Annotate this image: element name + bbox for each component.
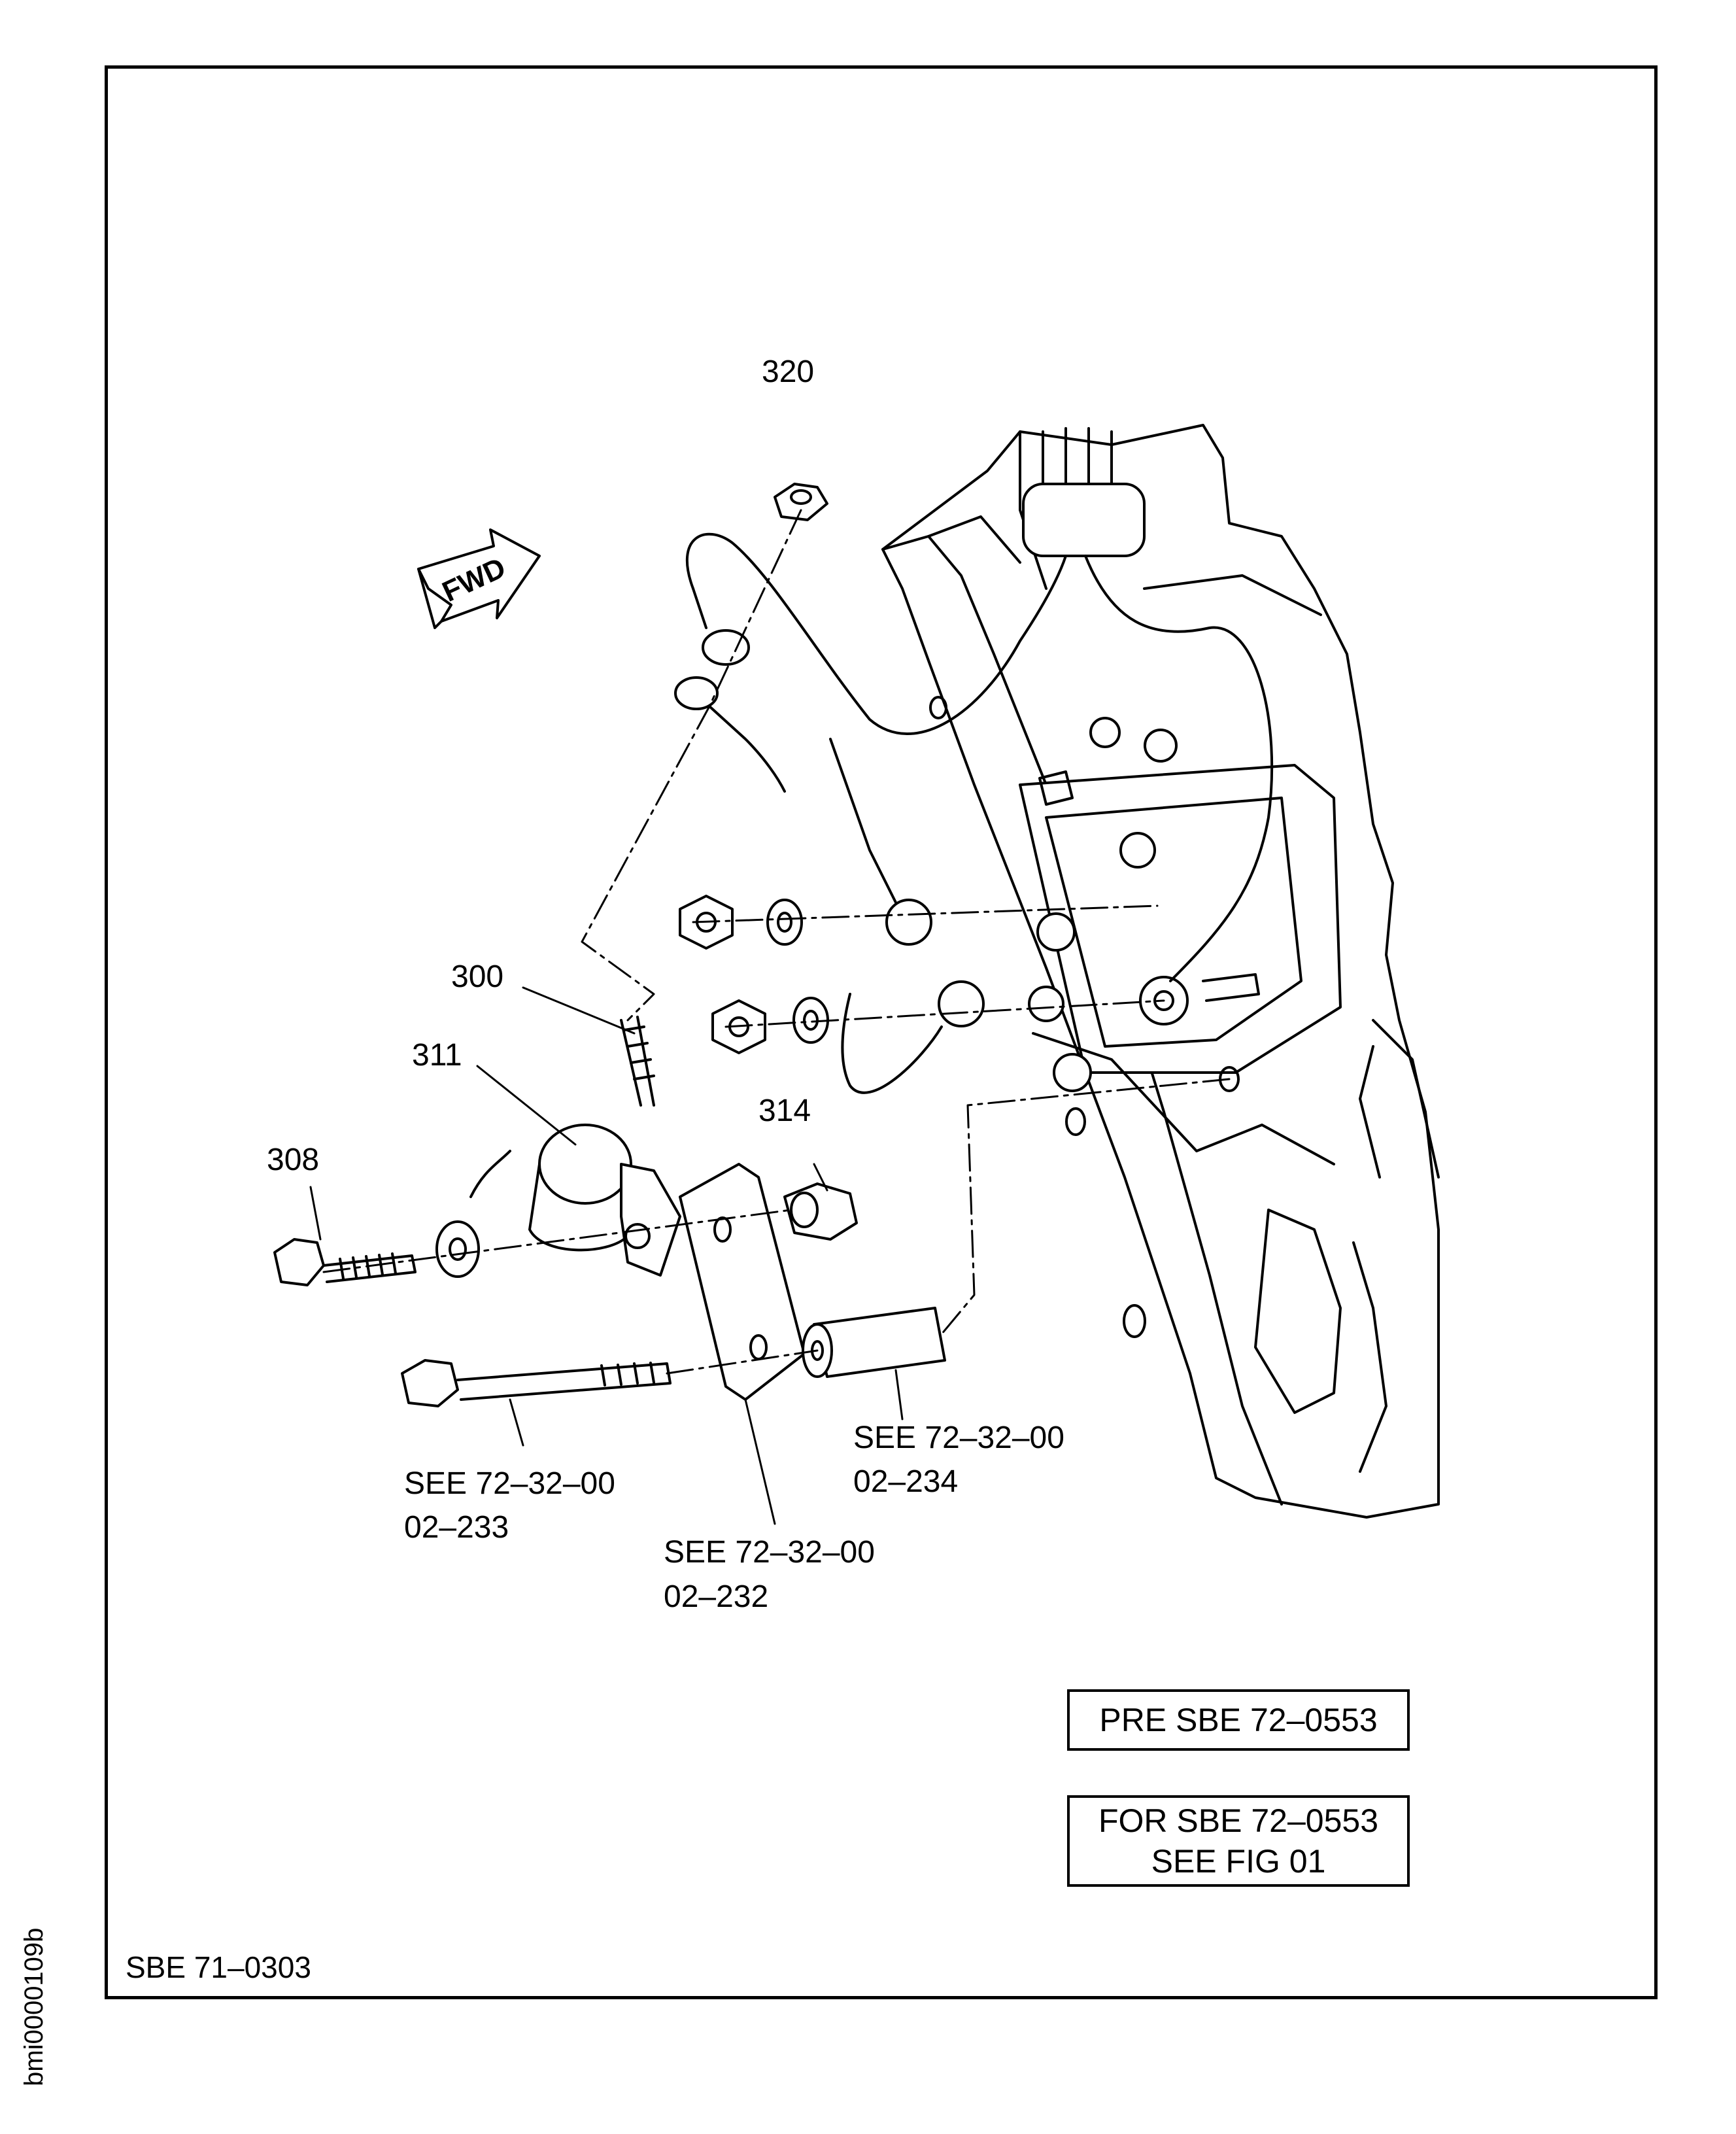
callout-314: 314 xyxy=(758,1093,811,1128)
terminal-block xyxy=(1028,717,1260,1092)
fwd-arrow-icon xyxy=(417,528,541,629)
ref-02-232-line1: SEE 72–32–00 xyxy=(664,1535,875,1570)
callout-300: 300 xyxy=(451,959,504,994)
ref-02-233-line2: 02–233 xyxy=(404,1510,509,1545)
callout-320: 320 xyxy=(762,354,815,389)
part-311-sensor xyxy=(528,1016,681,1277)
ref-02-234-line1: SEE 72–32–00 xyxy=(853,1420,1064,1455)
part-308-bolt xyxy=(273,1150,511,1286)
leader-lines xyxy=(309,986,904,1525)
footer-sbe: SBE 71–0303 xyxy=(126,1950,311,1984)
ref-02-233-line1: SEE 72–32–00 xyxy=(404,1466,615,1501)
ref-02-232-line2: 02–232 xyxy=(664,1579,769,1614)
center-lines xyxy=(322,509,1231,1375)
pre-sbe-note-box: PRE SBE 72–0553 xyxy=(1067,1689,1410,1751)
ground-wires xyxy=(674,532,1274,1094)
part-314-nut xyxy=(783,1182,858,1241)
mounting-bracket-structure xyxy=(881,424,1440,1519)
for-sbe-note-line1: FOR SBE 72–0553 xyxy=(1098,1802,1379,1839)
spacer xyxy=(802,1307,946,1378)
ref-02-234-line2: 02–234 xyxy=(853,1464,959,1499)
pre-sbe-note: PRE SBE 72–0553 xyxy=(1099,1702,1378,1738)
drawing-border xyxy=(105,65,1658,1999)
part-320-nut xyxy=(774,483,828,521)
callout-311: 311 xyxy=(412,1038,462,1073)
callout-308: 308 xyxy=(267,1143,320,1177)
long-bolt xyxy=(401,1359,672,1407)
sheet-id: bmi0000109b xyxy=(20,1927,48,2086)
for-sbe-note-line2: SEE FIG 01 xyxy=(1151,1843,1326,1880)
for-sbe-note-box: FOR SBE 72–0553 SEE FIG 01 xyxy=(1067,1795,1410,1887)
